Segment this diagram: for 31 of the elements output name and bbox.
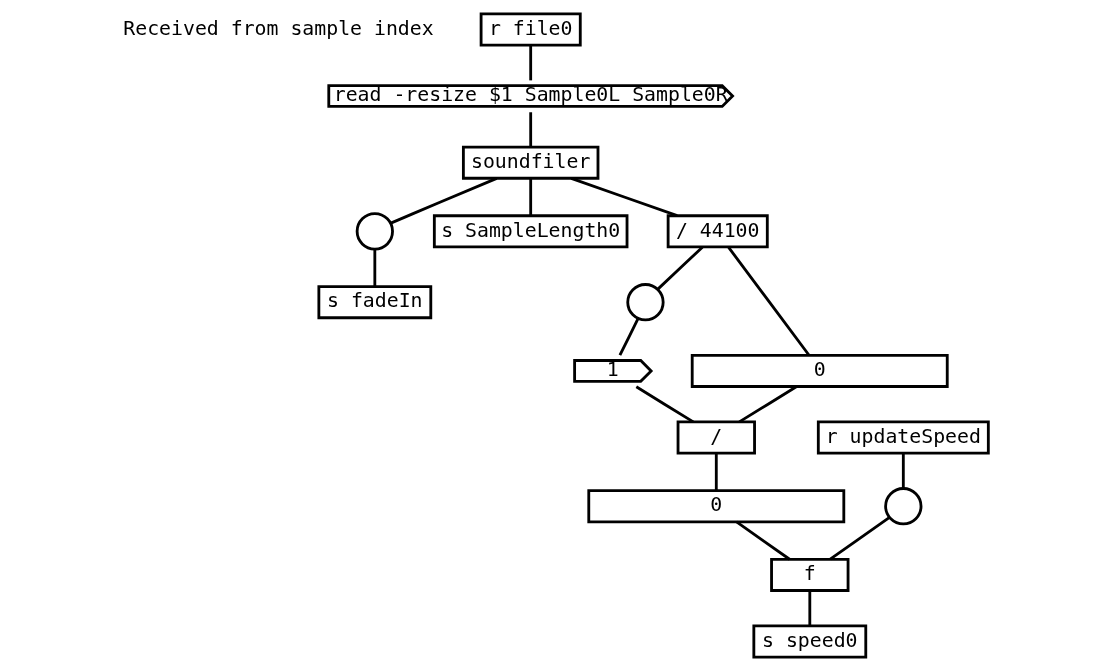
node-box: f bbox=[770, 557, 850, 592]
node-box: 0 bbox=[690, 353, 949, 388]
connector bbox=[529, 178, 533, 216]
connector bbox=[618, 318, 640, 356]
label: Received from sample index bbox=[123, 16, 434, 40]
node-box: r file0 bbox=[479, 12, 582, 47]
node-box: 0 bbox=[587, 489, 846, 524]
connector bbox=[635, 385, 694, 424]
node-box: s speed0 bbox=[752, 624, 868, 659]
connector bbox=[901, 453, 905, 489]
connector bbox=[714, 453, 718, 491]
connector bbox=[808, 591, 812, 626]
connector bbox=[570, 177, 678, 217]
node-box: s SampleLength0 bbox=[432, 214, 629, 249]
node-box: / 44100 bbox=[666, 214, 769, 249]
node-box: soundfiler bbox=[461, 145, 600, 180]
connector bbox=[529, 45, 533, 81]
connector bbox=[656, 246, 704, 291]
connector bbox=[735, 520, 791, 561]
connector bbox=[390, 177, 498, 225]
connector bbox=[529, 112, 533, 147]
connector bbox=[829, 516, 891, 561]
node-circle bbox=[355, 212, 394, 251]
connector bbox=[738, 385, 797, 424]
node-box: r updateSpeed bbox=[816, 420, 990, 455]
node-circle bbox=[626, 283, 665, 322]
connector bbox=[727, 246, 811, 356]
connector bbox=[373, 249, 377, 287]
node-box: s fadeIn bbox=[317, 285, 433, 320]
node-box: / bbox=[676, 420, 756, 455]
node-circle bbox=[884, 487, 923, 526]
